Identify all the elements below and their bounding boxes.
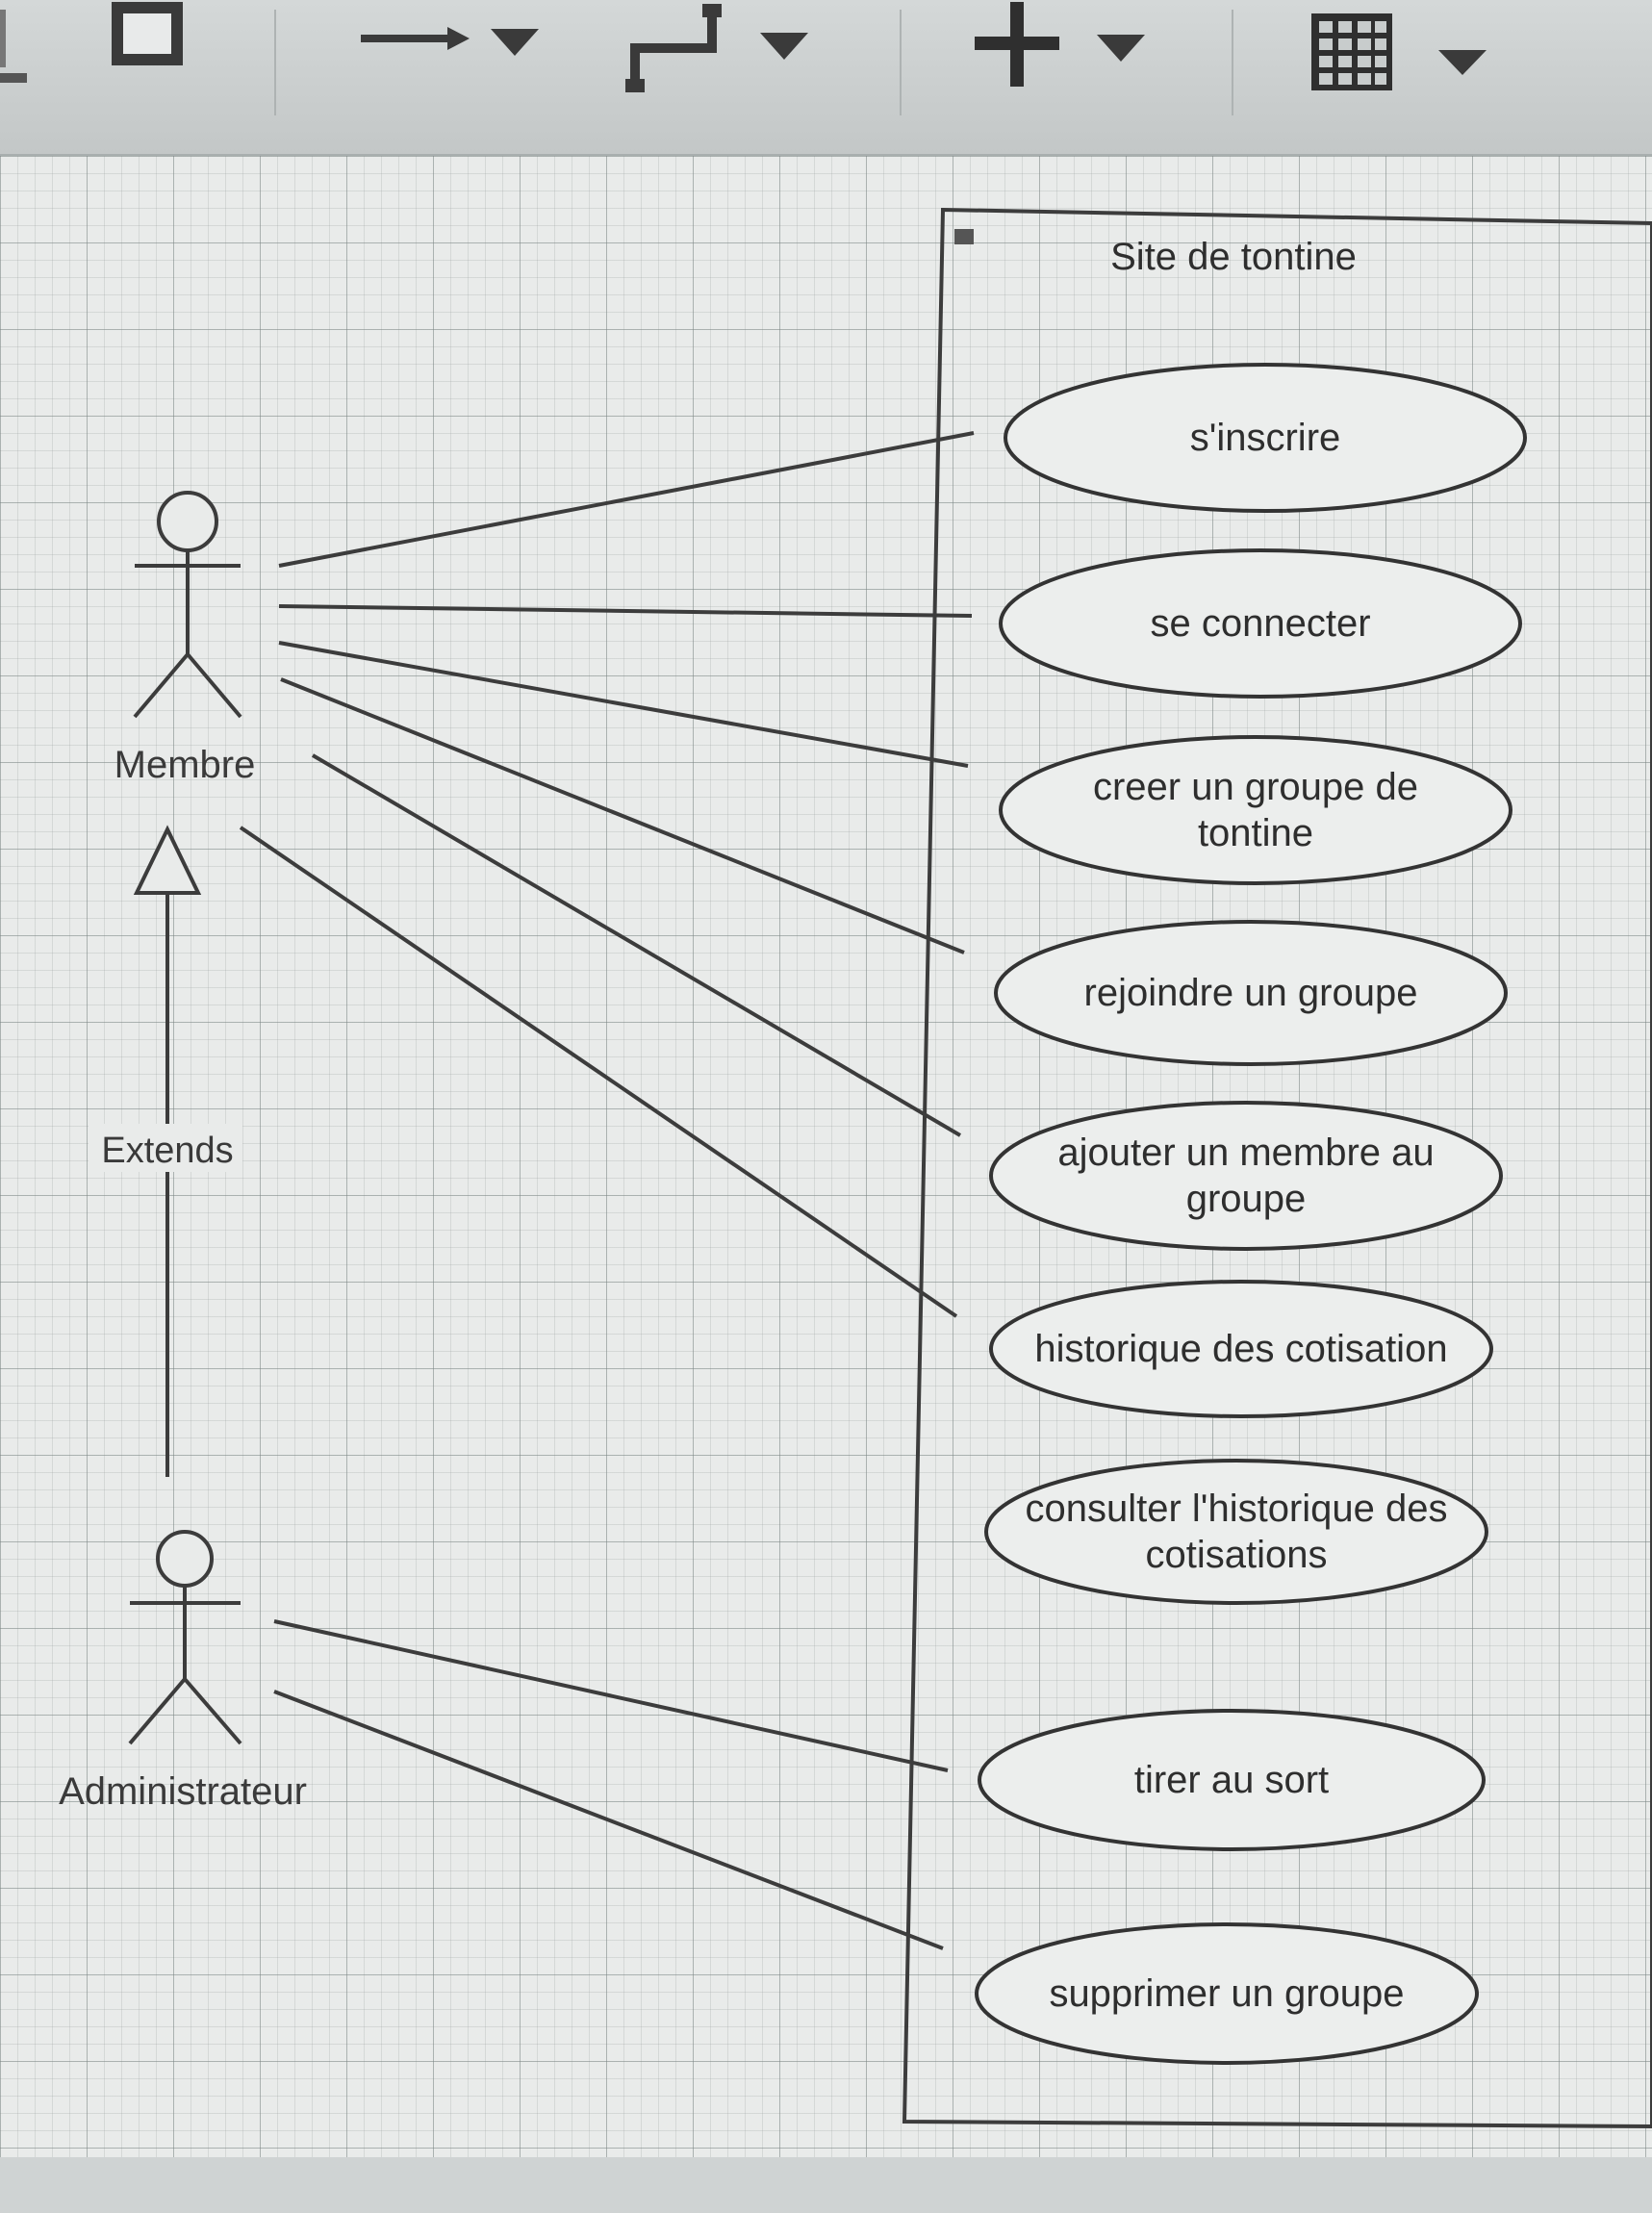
use-case-label: historique des cotisation: [1034, 1328, 1447, 1370]
use-case-label: groupe: [1186, 1178, 1307, 1220]
square-icon[interactable]: [106, 0, 192, 144]
actor-label-administrateur: Administrateur: [59, 1770, 307, 1813]
use-case-label: tirer au sort: [1134, 1759, 1329, 1801]
association-line-membre-uc3[interactable]: [278, 641, 969, 768]
arrow-right-icon[interactable]: [356, 0, 548, 144]
association-line-membre-uc2[interactable]: [278, 604, 973, 618]
use-case-uc8[interactable]: tirer au sort: [978, 1709, 1486, 1851]
toolbar-separator: [1232, 10, 1233, 115]
use-case-label: consulter l'historique des: [1026, 1488, 1448, 1530]
use-case-ellipse[interactable]: [1004, 363, 1527, 513]
use-case-label: se connecter: [1150, 602, 1370, 645]
grid-icon[interactable]: [1304, 0, 1506, 144]
use-case-label: ajouter un membre au: [1057, 1132, 1434, 1174]
association-line-administrateur-uc8[interactable]: [273, 1619, 949, 1772]
use-case-label: creer un groupe de: [1093, 766, 1418, 808]
association-line-membre-uc6[interactable]: [239, 826, 958, 1318]
cutoff-tool-icon[interactable]: [0, 0, 38, 144]
use-case-ellipse[interactable]: [994, 920, 1508, 1066]
system-boundary[interactable]: [902, 207, 1652, 2129]
use-case-label: supprimer un groupe: [1049, 1972, 1404, 2015]
use-case-uc9[interactable]: supprimer un groupe: [975, 1922, 1479, 2065]
association-line-membre-uc5[interactable]: [311, 753, 962, 1137]
use-case-ellipse[interactable]: [989, 1101, 1503, 1251]
use-case-label: cotisations: [1146, 1534, 1328, 1576]
toolbar-separator: [274, 10, 276, 115]
use-case-uc6[interactable]: historique des cotisation: [989, 1280, 1493, 1418]
actor-administrateur[interactable]: [128, 1530, 242, 1745]
toolbar: [0, 0, 1652, 156]
use-cases: s'inscrire se connecter creer un groupe de…: [975, 363, 1527, 2065]
association-line-membre-uc1[interactable]: [278, 431, 975, 568]
use-case-label: rejoindre un groupe: [1084, 972, 1418, 1014]
boundary-handle-icon[interactable]: [954, 229, 974, 244]
generalization-label: Extends: [101, 1131, 233, 1171]
use-case-ellipse[interactable]: [999, 735, 1512, 885]
use-case-ellipse[interactable]: [984, 1459, 1488, 1605]
use-case-uc1[interactable]: s'inscrire: [1004, 363, 1527, 513]
canvas-footer: [0, 2157, 1652, 2213]
use-case-ellipse[interactable]: [975, 1922, 1479, 2065]
use-case-uc2[interactable]: se connecter: [999, 548, 1522, 699]
generalization-arrowhead: [133, 825, 202, 895]
association-line-administrateur-uc9[interactable]: [273, 1690, 944, 1950]
use-case-label: tontine: [1198, 812, 1313, 854]
toolbar-separator: [900, 10, 902, 115]
actor-label-membre: Membre: [114, 744, 256, 786]
use-case-ellipse[interactable]: [999, 548, 1522, 699]
association-line-membre-uc4[interactable]: [280, 677, 965, 954]
use-case-ellipse[interactable]: [978, 1709, 1486, 1851]
use-case-ellipse[interactable]: [989, 1280, 1493, 1418]
use-case-uc4[interactable]: rejoindre un groupe: [994, 920, 1508, 1066]
generalization-label-bg: [89, 1124, 242, 1172]
connector-icon[interactable]: [616, 0, 818, 144]
plus-icon[interactable]: [962, 0, 1164, 144]
association-lines: [239, 431, 975, 1950]
actor-membre[interactable]: [133, 491, 242, 719]
system-title: Site de tontine: [1110, 236, 1357, 278]
use-case-label: s'inscrire: [1190, 417, 1341, 459]
